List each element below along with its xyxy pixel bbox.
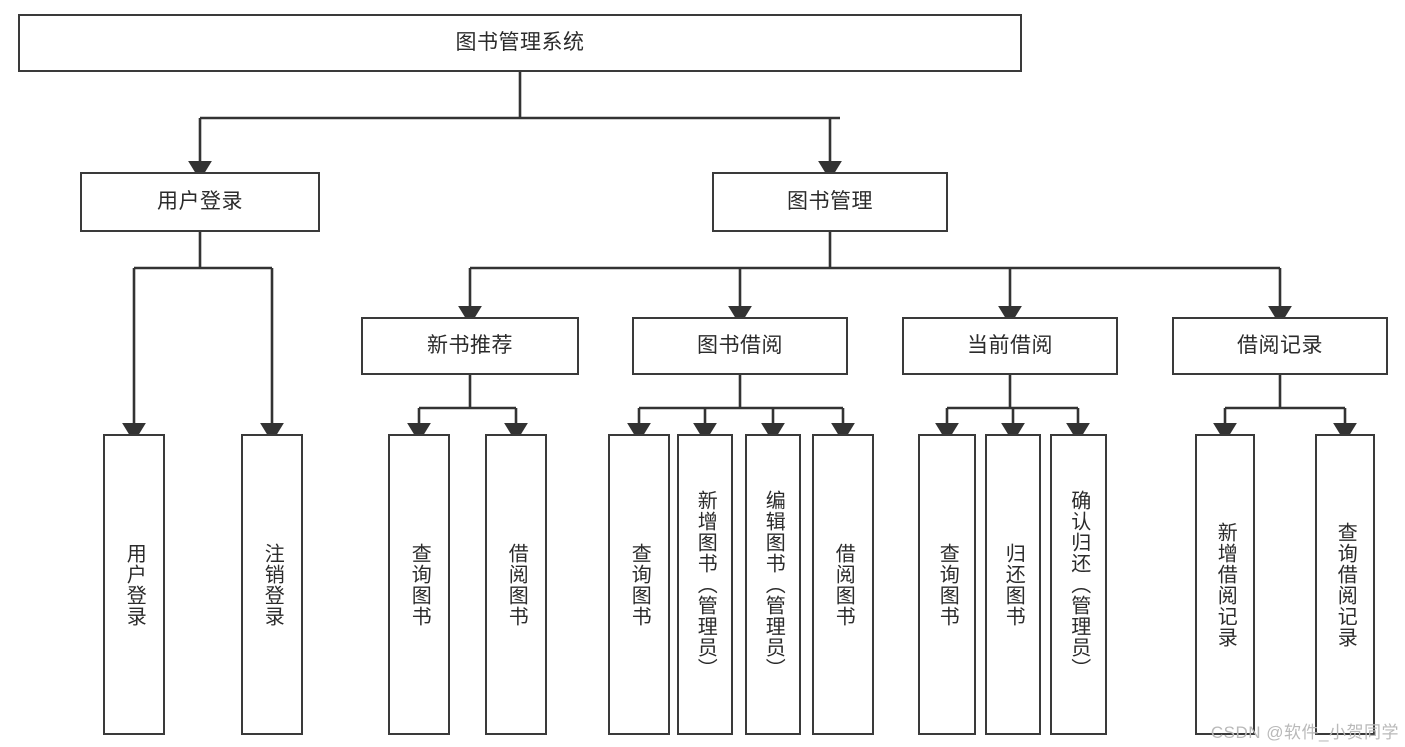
node-borrow-record[interactable]: 借阅记录 — [1172, 317, 1388, 375]
node-root-label: 图书管理系统 — [455, 31, 585, 55]
node-leaf-query-book-3-label: 查询图书 — [936, 542, 959, 627]
node-leaf-add-book-label: 新增图书（管理员） — [694, 490, 717, 679]
node-leaf-query-record[interactable]: 查询借阅记录 — [1315, 434, 1375, 735]
node-book-manage[interactable]: 图书管理 — [712, 172, 948, 232]
node-leaf-edit-book-label: 编辑图书（管理员） — [762, 490, 785, 679]
watermark-text: CSDN @软件_小贺同学 — [1210, 723, 1399, 742]
node-leaf-edit-book[interactable]: 编辑图书（管理员） — [745, 434, 801, 735]
node-leaf-borrow-book-2[interactable]: 借阅图书 — [812, 434, 874, 735]
node-user-login-label: 用户登录 — [157, 190, 243, 214]
node-current-borrow[interactable]: 当前借阅 — [902, 317, 1118, 375]
node-leaf-query-book-1[interactable]: 查询图书 — [388, 434, 450, 735]
node-leaf-confirm-return-label: 确认归还（管理员） — [1067, 490, 1090, 679]
node-leaf-query-record-label: 查询借阅记录 — [1334, 521, 1357, 648]
node-leaf-query-book-1-label: 查询图书 — [408, 542, 431, 627]
node-new-book-rec-label: 新书推荐 — [427, 334, 513, 358]
node-leaf-logout[interactable]: 注销登录 — [241, 434, 303, 735]
node-leaf-query-book-2-label: 查询图书 — [628, 542, 651, 627]
node-leaf-query-book-3[interactable]: 查询图书 — [918, 434, 976, 735]
node-leaf-borrow-book-1[interactable]: 借阅图书 — [485, 434, 547, 735]
node-leaf-return-book-label: 归还图书 — [1002, 542, 1025, 627]
node-borrow-record-label: 借阅记录 — [1237, 334, 1323, 358]
node-leaf-return-book[interactable]: 归还图书 — [985, 434, 1041, 735]
node-book-manage-label: 图书管理 — [787, 190, 873, 214]
node-new-book-rec[interactable]: 新书推荐 — [361, 317, 579, 375]
node-book-borrow-label: 图书借阅 — [697, 334, 783, 358]
node-leaf-borrow-book-1-label: 借阅图书 — [505, 542, 528, 627]
node-root[interactable]: 图书管理系统 — [18, 14, 1022, 72]
node-leaf-confirm-return[interactable]: 确认归还（管理员） — [1050, 434, 1107, 735]
node-leaf-add-record[interactable]: 新增借阅记录 — [1195, 434, 1255, 735]
node-leaf-borrow-book-2-label: 借阅图书 — [832, 542, 855, 627]
node-book-borrow[interactable]: 图书借阅 — [632, 317, 848, 375]
node-leaf-add-book[interactable]: 新增图书（管理员） — [677, 434, 733, 735]
node-leaf-logout-label: 注销登录 — [261, 542, 284, 627]
node-leaf-user-login[interactable]: 用户登录 — [103, 434, 165, 735]
node-leaf-user-login-label: 用户登录 — [123, 542, 146, 627]
node-user-login[interactable]: 用户登录 — [80, 172, 320, 232]
node-current-borrow-label: 当前借阅 — [967, 334, 1053, 358]
node-leaf-add-record-label: 新增借阅记录 — [1214, 521, 1237, 648]
node-leaf-query-book-2[interactable]: 查询图书 — [608, 434, 670, 735]
